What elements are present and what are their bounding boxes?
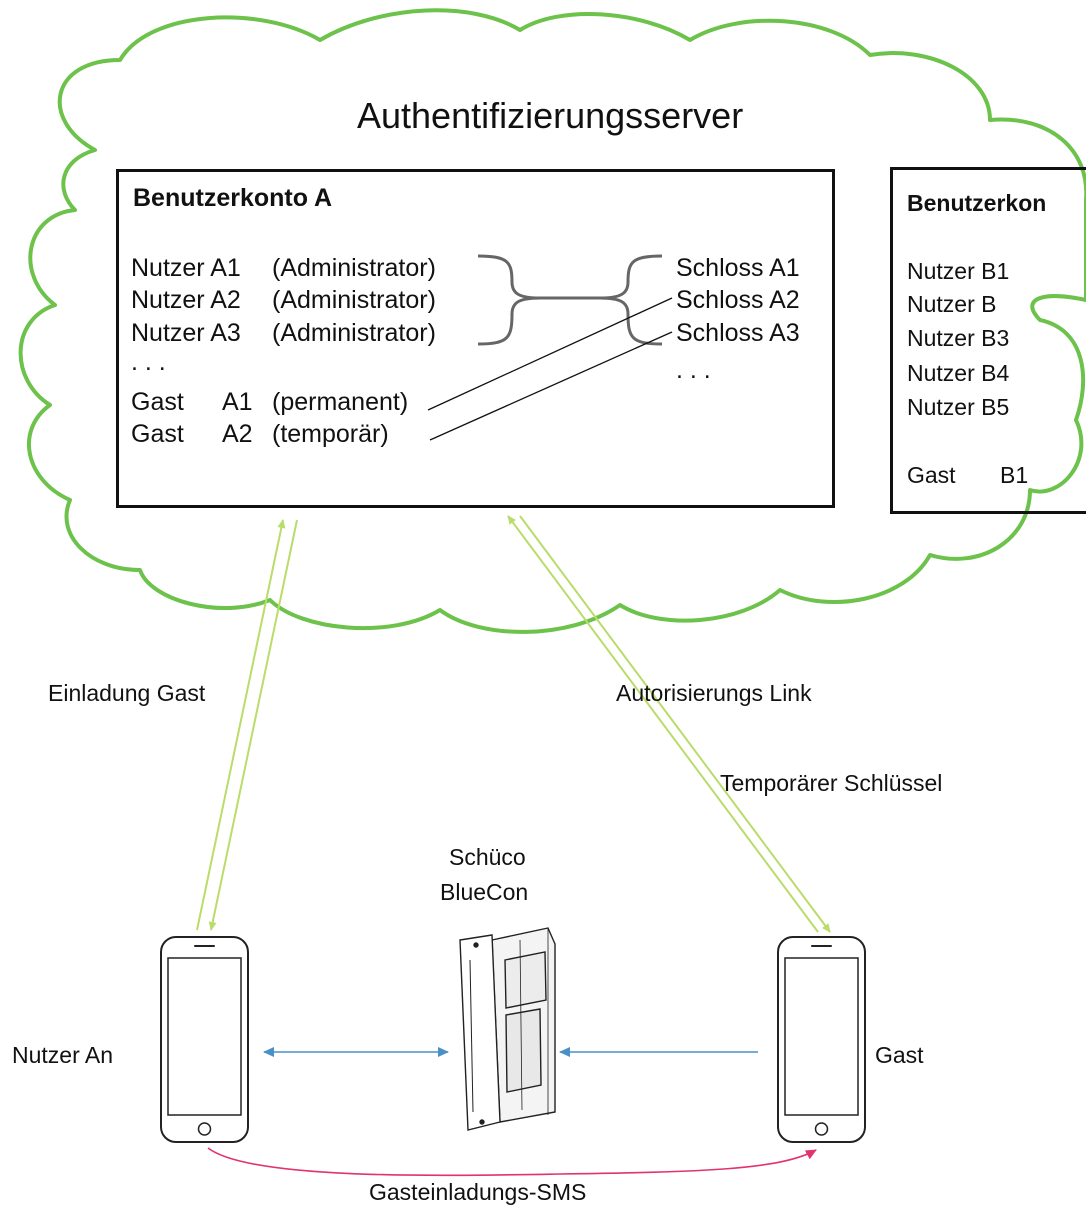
sms-label: Gasteinladungs-SMS — [369, 1179, 587, 1205]
account-a-guest-1-name: Gast — [131, 388, 184, 416]
account-a-user-3-name: Nutzer A3 — [131, 319, 241, 347]
guest-a1-to-lock-a2 — [427, 297, 673, 411]
account-a-box — [116, 169, 835, 508]
account-a-title: Benutzerkonto A — [133, 184, 333, 212]
account-a-lock-3: Schloss A3 — [676, 319, 800, 347]
device-label-line2: BlueCon — [440, 879, 529, 905]
user-actor-label: Nutzer An — [12, 1042, 113, 1068]
server-cloud-outline — [18, 8, 1086, 634]
account-a-user-1-role: (Administrator) — [272, 254, 436, 282]
account-a-user-3-role: (Administrator) — [272, 319, 436, 347]
account-a-user-1-name: Nutzer A1 — [131, 254, 241, 282]
invite-guest-label: Einladung Gast — [48, 680, 206, 706]
user-phone — [160, 936, 249, 1143]
account-a-guest-1-role: (permanent) — [272, 388, 409, 416]
invite-arrow-up — [196, 519, 286, 931]
temp-key-label: Temporärer Schlüssel — [720, 770, 943, 796]
guest-phone — [777, 936, 866, 1143]
account-a-lock-1: Schloss A1 — [676, 254, 800, 282]
temp-key-arrow-down — [519, 515, 831, 933]
account-b-user-1: Nutzer B1 — [907, 258, 1010, 284]
account-b-guest-name: Gast — [907, 462, 956, 488]
sms-arrow — [207, 1147, 817, 1177]
account-a-users-ellipsis: . . . — [131, 348, 166, 376]
account-a-locks-ellipsis: . . . — [676, 356, 711, 384]
account-a-guest-2-name: Gast — [131, 420, 184, 448]
account-b-user-3: Nutzer B3 — [907, 325, 1010, 351]
account-a-guest-2-role: (temporär) — [272, 420, 389, 448]
account-b-guest-id: B1 — [1000, 462, 1029, 488]
auth-link-arrow-up — [507, 515, 819, 933]
account-a-user-2-name: Nutzer A2 — [131, 286, 241, 314]
account-b-box — [890, 167, 1086, 514]
server-title: Authentifizierungsserver — [357, 95, 744, 136]
account-a-lock-2: Schloss A2 — [676, 286, 800, 314]
device-label-line1: Schüco — [449, 844, 526, 870]
account-b-title: Benutzerkon — [907, 190, 1047, 216]
guest-actor-label: Gast — [875, 1042, 924, 1068]
account-b-user-2: Nutzer B — [907, 291, 997, 317]
guest-a2-to-lock-a3 — [429, 331, 673, 441]
invite-arrow-down — [208, 519, 298, 931]
account-b-user-4: Nutzer B4 — [907, 360, 1010, 386]
account-a-guest-2-id: A2 — [222, 420, 253, 448]
account-b-user-5: Nutzer B5 — [907, 394, 1010, 420]
account-a-user-2-role: (Administrator) — [272, 286, 436, 314]
account-a-guest-1-id: A1 — [222, 388, 253, 416]
auth-link-label: Autorisierungs Link — [616, 680, 812, 706]
bluecon-device-drawing — [459, 927, 556, 1131]
